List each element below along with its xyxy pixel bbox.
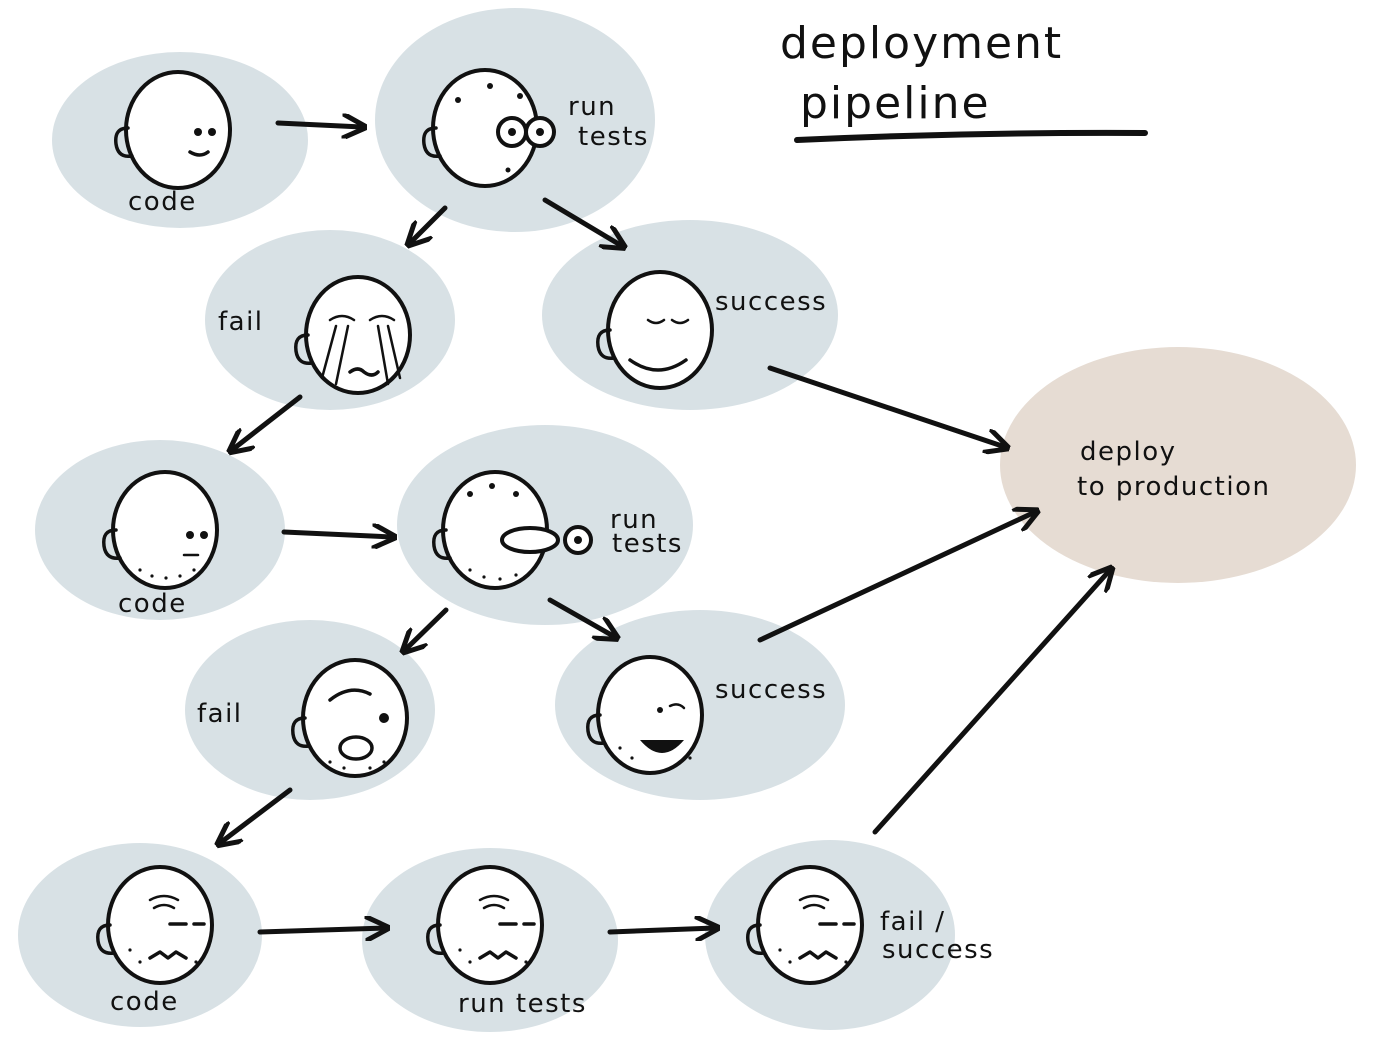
arrow-fail1-to-code2	[232, 394, 303, 450]
arrow-success2-to-deploy	[757, 512, 1035, 643]
node-label-line-1: run	[610, 505, 658, 535]
node-label-line-2: success	[882, 935, 994, 965]
node-label-line-2: to production	[1077, 472, 1270, 502]
arrow-code1-to-runtests1	[275, 123, 362, 127]
arrow-runtests2-to-success2	[547, 597, 615, 637]
grumpy-face-icon	[426, 865, 544, 985]
arrow-runtests1-to-success1	[542, 197, 622, 246]
node-label: success	[715, 675, 827, 705]
grumpy-face-icon	[96, 865, 214, 985]
relieved-face-icon	[596, 270, 714, 390]
title-underline	[794, 129, 1148, 143]
node-label: code	[110, 987, 179, 1017]
node-fail-1: fail	[205, 230, 455, 410]
arrow-code3-to-runtests3	[257, 928, 385, 932]
node-fail-2: fail	[185, 620, 435, 800]
node-label-line-1: run	[568, 92, 616, 122]
grumpy-face-icon	[746, 865, 864, 985]
node-run-tests-1: run tests	[375, 8, 655, 232]
title-line-2: pipeline	[800, 78, 991, 129]
node-success-1: success	[542, 220, 838, 410]
arrow-runtests1-to-fail1	[410, 205, 448, 243]
arrow-fail2-to-code3	[220, 787, 293, 843]
crying-face-icon	[294, 275, 412, 395]
node-label: fail	[197, 699, 243, 729]
arrow-code2-to-runtests2	[281, 532, 392, 537]
stubbled-face-icon	[102, 470, 219, 590]
node-run-tests-2: run tests	[397, 425, 693, 625]
angry-face-icon	[291, 658, 409, 778]
arrow-runtests3-to-failsuccess	[607, 928, 715, 932]
node-label-line-2: tests	[612, 529, 683, 559]
node-label: success	[715, 287, 827, 317]
node-label-line-2: tests	[578, 122, 649, 152]
title-line-1: deployment	[780, 18, 1063, 69]
arrows	[220, 123, 1110, 932]
node-label: code	[118, 589, 187, 619]
node-run-tests-3: run tests	[362, 848, 618, 1032]
nervous-face-icon	[432, 470, 593, 590]
arrow-runtests2-to-fail2	[405, 607, 449, 650]
node-success-2: success	[555, 610, 845, 800]
arrow-failsuccess-to-deploy	[872, 570, 1110, 835]
node-code-2: code	[35, 440, 285, 620]
node-code-1: code	[52, 52, 308, 228]
laughing-face-icon	[586, 655, 704, 775]
node-fail-success: fail / success	[705, 840, 994, 1030]
node-label-line-1: fail /	[880, 907, 946, 937]
node-label-line-1: deploy	[1080, 437, 1177, 467]
sweating-face-icon	[422, 68, 556, 188]
diagram-title: deployment pipeline	[780, 18, 1148, 143]
node-label: code	[128, 187, 197, 217]
arrow-success1-to-deploy	[767, 365, 1005, 447]
calm-face-icon	[114, 70, 232, 190]
node-deploy-to-production: deploy to production	[1000, 347, 1356, 583]
node-code-3: code	[18, 843, 262, 1027]
node-label: fail	[218, 307, 264, 337]
node-label: run tests	[458, 989, 587, 1019]
